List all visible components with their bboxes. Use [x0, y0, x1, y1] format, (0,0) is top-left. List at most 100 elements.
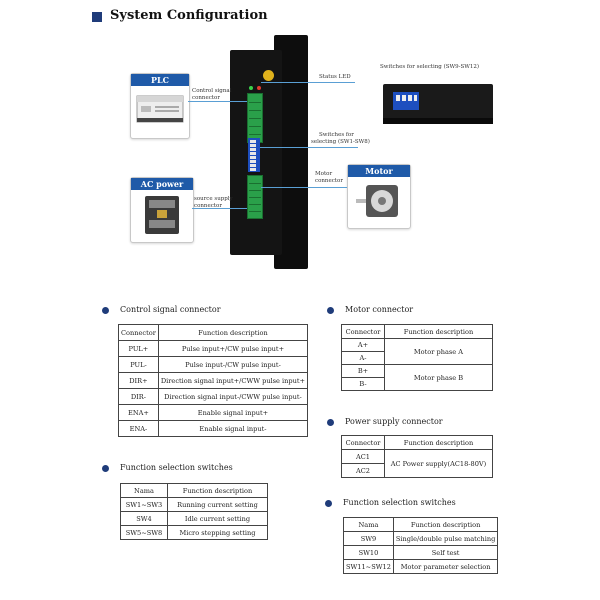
cell-connector: B- [341, 377, 385, 391]
cell-connector: B+ [341, 364, 385, 378]
cell-description: Single/double pulse matching [392, 531, 499, 546]
callout-source-supply-line2: connector [194, 202, 222, 209]
power-connector-title: Power supply connector [345, 417, 443, 426]
motor-connector-title: Motor connector [345, 305, 414, 314]
callout-sw1-sw8-line2: selecting (SW1-SW8) [311, 138, 370, 145]
motor-connector-table: Connector Function description A+ Motor … [341, 324, 493, 391]
func-right-table: Nama Function description SW9 Single/dou… [343, 517, 499, 574]
func-left-bullet [102, 465, 109, 472]
cell-connector: AC2 [341, 463, 385, 478]
callout-control-signal: Control signal connector [192, 88, 231, 101]
table-row: SW4 Idle current setting [120, 511, 268, 526]
ac-power-card: AC power supply [130, 177, 194, 243]
table-header: Connector [341, 435, 385, 450]
callout-control-signal-line1: Control signal [192, 88, 232, 94]
cell-connector: PUL- [118, 356, 159, 373]
cell-connector: DIR- [118, 388, 159, 405]
callout-source-supply-line1: source supply [194, 196, 233, 202]
plc-card: PLC [130, 73, 190, 139]
cell-connector: AC1 [341, 449, 385, 464]
cell-name: SW1~SW3 [120, 497, 168, 512]
func-right-title: Function selection switches [343, 498, 456, 507]
table-header: Nama [120, 483, 168, 498]
cell-description: Running current setting [167, 497, 268, 512]
table-row: B- [341, 377, 493, 391]
cell-description: Enable signal input+ [157, 404, 309, 421]
cell-connector: ENA- [118, 420, 159, 437]
motor-power-terminal [247, 175, 263, 219]
callout-motor-connector-line1: Motor [315, 171, 333, 177]
func-left-table: Nama Function description SW1~SW3 Runnin… [120, 483, 268, 540]
table-row: ENA+ Enable signal input+ [118, 404, 309, 421]
cell-description: Enable signal input- [157, 420, 309, 437]
cell-description: Direction signal input+/CWW pulse input+ [157, 372, 309, 389]
line-sw1-sw8 [260, 147, 358, 148]
motor-card: Motor [347, 164, 411, 229]
control-signal-bullet [102, 307, 109, 314]
table-row: DIR- Direction signal input-/CWW pulse i… [118, 388, 309, 405]
cell-connector: DIR+ [118, 372, 159, 389]
dip-switch-sw1-sw8 [248, 138, 260, 172]
func-right-bullet [325, 500, 332, 507]
motor-card-title: Motor [348, 165, 410, 177]
title-marker [92, 12, 102, 22]
table-row: ENA- Enable signal input- [118, 420, 309, 437]
table-header: Function description [167, 483, 268, 498]
contactor-icon [145, 196, 179, 234]
table-row: B+ Motor phase B [341, 364, 493, 391]
callout-sw9-sw12: Switches for selecting (SW9-SW12) [380, 64, 480, 70]
callout-source-supply: source supply connector [194, 196, 233, 209]
table-row: SW5~SW8 Micro stepping setting [120, 525, 268, 540]
cell-description: Motor phase A [384, 338, 493, 365]
line-ac-power [192, 208, 247, 209]
ac-power-card-title: AC power supply [131, 178, 193, 201]
plc-card-title: PLC [131, 74, 189, 86]
table-header: Nama [343, 517, 394, 532]
control-signal-terminal [247, 93, 263, 143]
cell-name: SW4 [120, 511, 168, 526]
power-connector-bullet [327, 419, 334, 426]
table-row: PUL+ Pulse input+/CW pulse input+ [118, 340, 309, 357]
cell-connector: PUL+ [118, 340, 159, 357]
line-plc [188, 101, 247, 102]
control-signal-title: Control signal connector [120, 305, 221, 314]
cell-description: Self test [392, 545, 499, 560]
callout-motor-connector: Motor connector [315, 171, 343, 184]
table-row: AC2 [341, 463, 493, 478]
table-row: SW11~SW12 Motor parameter selection [343, 559, 499, 574]
table-header: Connector [118, 324, 159, 341]
callout-control-signal-line2: connector [192, 94, 220, 101]
cell-description: Motor phase B [384, 364, 493, 391]
cell-name: SW9 [343, 531, 394, 546]
callout-sw1-sw8: Switches for selecting (SW1-SW8) [311, 132, 370, 145]
table-row: DIR+ Direction signal input+/CWW pulse i… [118, 372, 309, 389]
func-left-title: Function selection switches [120, 463, 233, 472]
table-row: AC1 AC Power supply(AC18-80V) [341, 449, 493, 478]
table-header: Function description [384, 435, 493, 450]
table-header: Function description [392, 517, 499, 532]
cell-connector: A+ [341, 338, 385, 352]
status-led-green [249, 86, 253, 90]
cell-description: Micro stepping setting [167, 525, 268, 540]
cell-description: Pulse input-/CW pulse input- [157, 356, 309, 373]
cell-description: Idle current setting [167, 511, 268, 526]
driver-logo-sticker [263, 70, 274, 81]
motor-connector-bullet [327, 307, 334, 314]
cell-connector: A- [341, 351, 385, 365]
cell-name: SW11~SW12 [343, 559, 394, 574]
plc-device-icon [136, 95, 184, 123]
table-row: SW1~SW3 Running current setting [120, 497, 268, 512]
table-row: A+ Motor phase A [341, 338, 493, 365]
stepper-motor-icon [356, 185, 398, 217]
table-header: Function description [384, 324, 493, 339]
table-header: Connector [341, 324, 385, 339]
callout-sw1-sw8-line1: Switches for [319, 132, 354, 138]
control-signal-table: Connector Function description PUL+ Puls… [118, 324, 309, 437]
cell-description: Direction signal input-/CWW pulse input- [157, 388, 309, 405]
cell-description: AC Power supply(AC18-80V) [384, 449, 493, 478]
table-row: SW10 Self test [343, 545, 499, 560]
cell-description: Motor parameter selection [392, 559, 499, 574]
cell-connector: ENA+ [118, 404, 159, 421]
cell-description: Pulse input+/CW pulse input+ [157, 340, 309, 357]
callout-motor-connector-line2: connector [315, 177, 343, 184]
